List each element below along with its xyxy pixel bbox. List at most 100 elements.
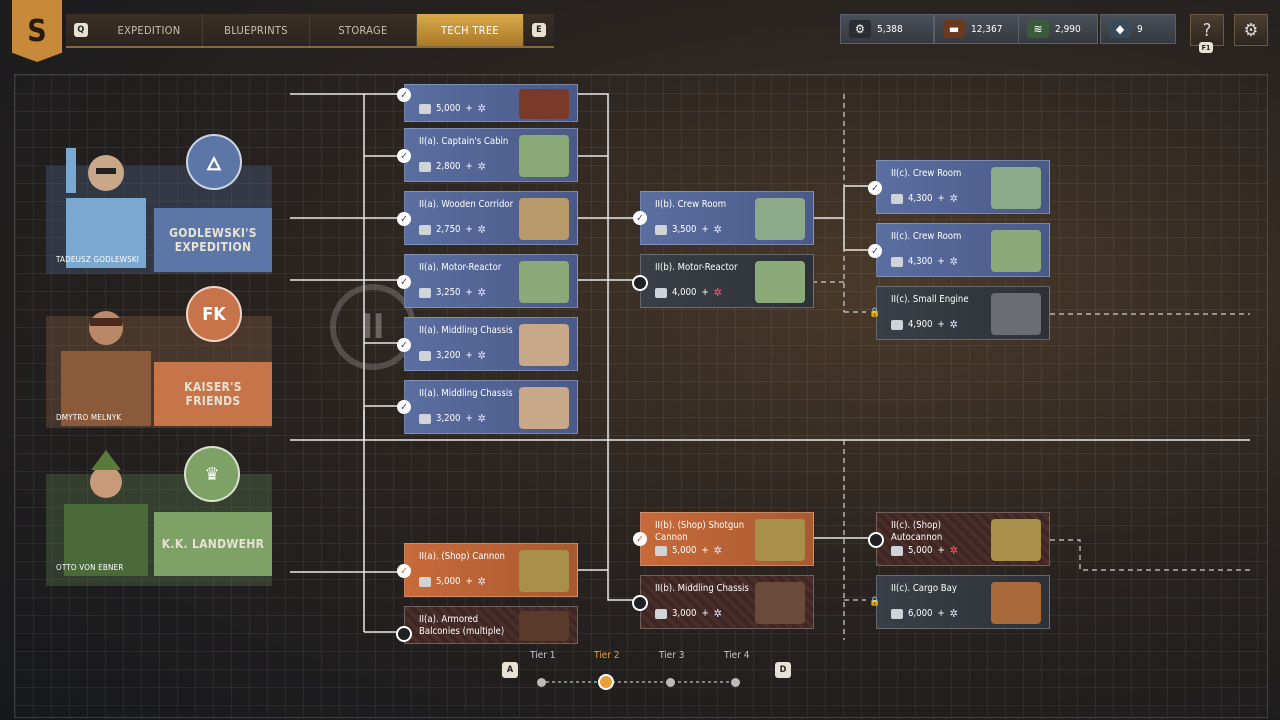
leader-portrait (64, 450, 148, 576)
node-c2[interactable]: II(c). Crew Room 4,300 + ✲ (876, 223, 1050, 277)
resource-components: ◆ 9 (1100, 14, 1176, 44)
leader-name: TADEUSZ GODLEWSKI (56, 255, 140, 264)
node-title: II(c). (Shop) Autocannon (891, 520, 943, 543)
wires-icon: ≋ (1027, 20, 1049, 38)
locked-ring-icon (632, 595, 648, 611)
wooden-corridor-image (519, 198, 569, 240)
scrap-icon: ⚙ (849, 20, 871, 38)
unlocked-check-icon: ✓ (868, 181, 882, 195)
blueprint-gear-icon: ✲ (949, 255, 958, 268)
unlocked-check-icon: ✓ (397, 400, 411, 414)
balconies-image (519, 611, 569, 641)
node-c3[interactable]: II(c). Small Engine 4,900 + ✲ (876, 286, 1050, 340)
scrap-icon (655, 545, 667, 556)
cost-value: 5,000 (436, 576, 461, 587)
tier-1-label[interactable]: Tier 1 (530, 650, 556, 661)
unlocked-check-icon: ✓ (397, 149, 411, 163)
blueprint-gear-icon: ✲ (949, 544, 958, 557)
node-cost: 3,200 + ✲ (419, 349, 486, 362)
node-title: II(a). Middling Chassis (419, 388, 513, 399)
blueprint-gear-icon: ✲ (949, 607, 958, 620)
node-a6[interactable]: II(a). (Shop) Cannon 5,000 + ✲ (404, 543, 578, 597)
game-logo[interactable]: S (12, 0, 62, 62)
tier-3-dot[interactable] (666, 678, 675, 687)
scrap-icon (419, 103, 431, 114)
node-b1[interactable]: II(b). Crew Room 3,500 + ✲ (640, 191, 814, 245)
help-button[interactable]: ? (1190, 14, 1224, 46)
node-cost: 4,300 + ✲ (891, 192, 958, 205)
cost-value: 4,900 (908, 319, 933, 330)
locked-ring-icon (632, 275, 648, 291)
tab-storage[interactable]: STORAGE (310, 14, 417, 46)
node-title: II(a). Captain's Cabin (419, 136, 509, 147)
tab-tech-tree[interactable]: TECH TREE (417, 14, 524, 46)
tier-2-dot-active[interactable] (598, 674, 614, 690)
node-b4[interactable]: II(b). Middling Chassis 3,000 + ✲ (640, 575, 814, 629)
tier-2-label[interactable]: Tier 2 (594, 650, 620, 661)
node-a2[interactable]: II(a). Wooden Corridor 2,750 + ✲ (404, 191, 578, 245)
scrap-icon (419, 350, 431, 361)
node-a0[interactable]: 5,000 + ✲ (404, 84, 578, 122)
cost-value: 2,750 (436, 224, 461, 235)
node-c5[interactable]: II(c). Cargo Bay 6,000 + ✲ (876, 575, 1050, 629)
node-a7[interactable]: II(a). Armored Balconies (multiple) (404, 606, 578, 644)
lock-icon: 🔒 (869, 597, 881, 607)
node-a5[interactable]: II(a). Middling Chassis 3,200 + ✲ (404, 380, 578, 434)
faction-kaisers-friends[interactable]: DMYTRO MELNYK KAISER'S FRIENDS FK (46, 286, 272, 428)
small-engine-image (991, 293, 1041, 335)
unlocked-check-icon: ✓ (397, 338, 411, 352)
cost-value: 4,000 (672, 287, 697, 298)
copper-icon: ▬ (943, 20, 965, 38)
node-title: II(a). Armored Balconies (multiple) (419, 614, 505, 637)
cost-value: 3,000 (672, 608, 697, 619)
faction-name: K.K. LANDWEHR (154, 512, 272, 576)
leader-portrait (61, 311, 151, 426)
tab-blueprints[interactable]: BLUEPRINTS (203, 14, 310, 46)
node-title: II(b). Motor-Reactor (655, 262, 738, 273)
tab-next-key: E (524, 14, 554, 46)
tier-1-dot[interactable] (537, 678, 546, 687)
tier-4-dot[interactable] (731, 678, 740, 687)
tier-4-label[interactable]: Tier 4 (724, 650, 750, 661)
cost-value: 3,250 (436, 287, 461, 298)
key-d[interactable]: D (775, 662, 791, 678)
cost-value: 2,800 (436, 161, 461, 172)
settings-button[interactable]: ⚙ (1234, 14, 1268, 46)
tier-3-label[interactable]: Tier 3 (659, 650, 685, 661)
chassis-image (519, 387, 569, 429)
node-cost: 5,000 + ✲ (419, 575, 486, 588)
node-cost: 5,000 + ✲ (891, 544, 958, 557)
node-title: II(c). Crew Room (891, 231, 962, 242)
resource-value: 12,367 (971, 23, 1003, 35)
node-cost: 3,200 + ✲ (419, 412, 486, 425)
node-c4[interactable]: II(c). (Shop) Autocannon 5,000 + ✲ (876, 512, 1050, 566)
shotgun-cannon-image (755, 519, 805, 561)
chassis-image (519, 324, 569, 366)
scrap-icon (891, 256, 903, 267)
cost-value: 5,000 (672, 545, 697, 556)
cost-value: 4,300 (908, 193, 933, 204)
unlocked-check-icon: ✓ (397, 564, 411, 578)
tab-expedition[interactable]: EXPEDITION (96, 14, 203, 46)
key-a[interactable]: A (502, 662, 518, 678)
node-title: II(a). Middling Chassis (419, 325, 513, 336)
node-a4[interactable]: II(a). Middling Chassis 3,200 + ✲ (404, 317, 578, 371)
node-b3[interactable]: II(b). (Shop) Shotgun Cannon 5,000 + ✲ (640, 512, 814, 566)
faction-landwehr[interactable]: OTTO VON EBNER K.K. LANDWEHR ♛ (46, 446, 272, 586)
blueprint-gear-icon: ✲ (477, 412, 486, 425)
node-c1[interactable]: II(c). Crew Room 4,300 + ✲ (876, 160, 1050, 214)
node-title: II(b). (Shop) Shotgun Cannon (655, 520, 745, 543)
scrap-icon (419, 413, 431, 424)
blueprint-gear-icon: ✲ (713, 607, 722, 620)
locked-ring-icon (396, 626, 412, 642)
faction-godlewski[interactable]: TADEUSZ GODLEWSKI GODLEWSKI'S EXPEDITION… (46, 134, 272, 274)
node-a3[interactable]: II(a). Motor-Reactor 3,250 + ✲ (404, 254, 578, 308)
node-a1[interactable]: II(a). Captain's Cabin 2,800 + ✲ (404, 128, 578, 182)
tier-roman-label: II (361, 307, 385, 347)
node-cost: 5,000 + ✲ (419, 102, 486, 115)
motor-reactor-image (755, 261, 805, 303)
node-title: II(c). Small Engine (891, 294, 969, 305)
unlocked-check-icon: ✓ (397, 88, 411, 102)
resource-value: 5,388 (877, 23, 903, 35)
node-b2[interactable]: II(b). Motor-Reactor 4,000 + ✲ (640, 254, 814, 308)
